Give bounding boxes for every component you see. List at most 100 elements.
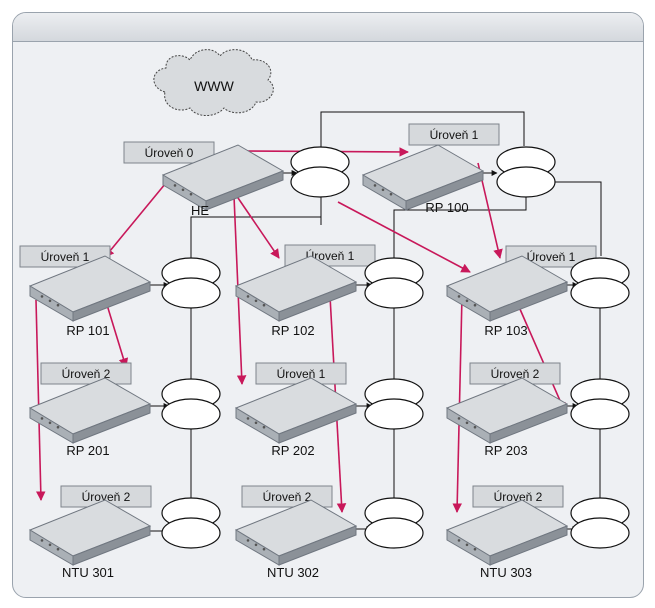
device-rp203[interactable] (445, 377, 569, 444)
level-text: Úroveň 1 (527, 249, 576, 264)
device-name-ntu302: NTU 302 (267, 565, 319, 580)
node-rp202 (364, 378, 424, 430)
cloud-label: WWW (194, 78, 234, 94)
node-ellipse-bottom (364, 398, 424, 430)
device-led (56, 425, 60, 429)
node-ellipse-bottom (161, 398, 221, 430)
device-ntu301[interactable] (28, 499, 152, 566)
level-label: Úroveň 1 (19, 245, 111, 268)
level-label: Úroveň 2 (472, 485, 564, 508)
device-led (56, 303, 60, 307)
logical-link (104, 177, 171, 258)
device-led (173, 184, 177, 187)
device-side (489, 525, 568, 566)
device-led (473, 425, 477, 429)
device-led (56, 547, 60, 551)
device-rp101[interactable] (28, 255, 152, 322)
device-rp102[interactable] (234, 255, 358, 322)
node-ntu301 (161, 497, 221, 549)
logical-link (337, 201, 471, 273)
node-rp201 (161, 378, 221, 430)
level-label: Úroveň 1 (408, 123, 500, 146)
device-side (205, 170, 284, 211)
device-rp103[interactable] (445, 255, 569, 322)
node-rp103 (570, 257, 630, 309)
device-led (40, 539, 44, 542)
device-led (48, 299, 52, 303)
level-text: Úroveň 2 (82, 489, 131, 504)
device-led (254, 299, 258, 303)
node-ellipse-bottom (570, 277, 630, 309)
level-text: Úroveň 2 (62, 366, 111, 381)
www-cloud: WWW (153, 49, 274, 116)
device-side (278, 281, 357, 322)
level-text: Úroveň 2 (263, 489, 312, 504)
level-label: Úroveň 2 (469, 362, 561, 385)
device-name-rp102: RP 102 (271, 323, 314, 338)
frame-header (13, 13, 643, 42)
node-ellipse-bottom (496, 166, 556, 198)
device-led (465, 543, 469, 547)
device-side (72, 525, 151, 566)
device-led (189, 192, 193, 196)
connection-line (320, 111, 525, 157)
device-led (457, 417, 461, 420)
node-ellipse-bottom (364, 517, 424, 549)
device-led (262, 547, 266, 551)
device-led (246, 417, 250, 420)
node-rp102 (364, 257, 424, 309)
device-led (246, 539, 250, 542)
level-box (19, 245, 111, 268)
device-led (465, 299, 469, 303)
device-led (473, 547, 477, 551)
device-side (489, 281, 568, 322)
cloud-shape (153, 49, 274, 116)
node-ellipse-bottom (570, 398, 630, 430)
level-label: Úroveň 1 (255, 362, 347, 385)
device-led (457, 539, 461, 542)
device-side (72, 403, 151, 444)
device-led (262, 303, 266, 307)
device-ntu302[interactable] (234, 499, 358, 566)
connection-line (393, 197, 527, 260)
level-text: Úroveň 2 (494, 489, 543, 504)
device-side (278, 403, 357, 444)
device-name-rp103: RP 103 (484, 323, 527, 338)
device-led (254, 421, 258, 425)
device-he[interactable] (161, 144, 285, 211)
level-text: Úroveň 1 (41, 249, 90, 264)
device-side (489, 403, 568, 444)
device-led (389, 192, 393, 196)
device-rp100[interactable] (361, 144, 485, 211)
device-rp201[interactable] (28, 377, 152, 444)
device-led (48, 543, 52, 547)
device-rp202[interactable] (234, 377, 358, 444)
device-side (405, 170, 484, 211)
device-name-he: HE (191, 203, 209, 218)
device-led (465, 421, 469, 425)
device-led (40, 417, 44, 420)
device-name-ntu303: NTU 303 (480, 565, 532, 580)
device-side (278, 525, 357, 566)
device-led (246, 295, 250, 298)
device-name-rp203: RP 203 (484, 443, 527, 458)
level-text: Úroveň 2 (491, 366, 540, 381)
device-ntu303[interactable] (445, 499, 569, 566)
node-ntu302 (364, 497, 424, 549)
node-ellipse-bottom (161, 517, 221, 549)
node-ntu303 (570, 497, 630, 549)
device-led (48, 421, 52, 425)
connection-line (549, 181, 602, 256)
level-box (123, 141, 215, 164)
logical-link (515, 299, 566, 413)
device-led (254, 543, 258, 547)
level-text: Úroveň 1 (277, 366, 326, 381)
node-ellipse-bottom (364, 277, 424, 309)
device-name-rp101: RP 101 (66, 323, 109, 338)
device-led (262, 425, 266, 429)
device-name-rp202: RP 202 (271, 443, 314, 458)
level-label: Úroveň 2 (40, 362, 132, 385)
device-name-rp100: RP 100 (425, 200, 468, 215)
device-side (72, 281, 151, 322)
